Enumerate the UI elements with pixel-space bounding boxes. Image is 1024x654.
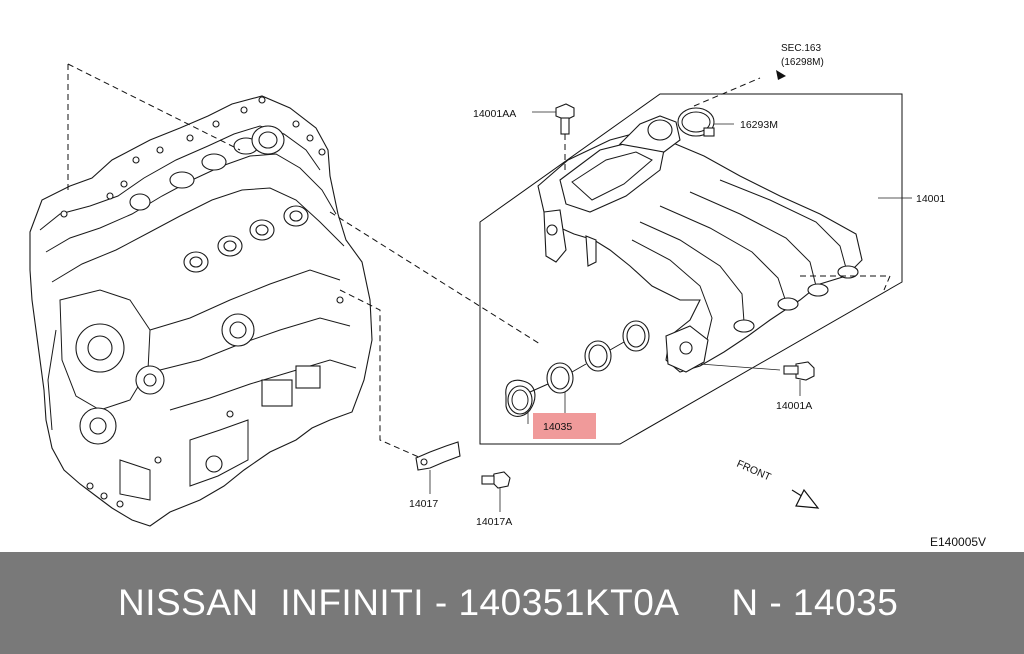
manifold-assembly-frame <box>479 93 912 445</box>
label-sec-163: SEC.163 <box>781 43 821 54</box>
bolt-14017A <box>481 471 511 512</box>
label-14001A: 14001A <box>776 400 812 412</box>
hose-clamp-16293M <box>677 107 734 137</box>
label-14001: 14001 <box>916 193 945 205</box>
bolt-14001A <box>783 361 815 396</box>
label-14017: 14017 <box>409 498 438 510</box>
part-14035-highlight <box>533 413 596 439</box>
intake-manifold-illustration <box>537 115 891 373</box>
sec-ref-arrow <box>776 70 786 80</box>
label-sec-163-ref: (16298M) <box>781 57 824 68</box>
exploded-view-drawing: SEC.163 (16298M) 14001AA 16293M 14001 14… <box>29 43 986 549</box>
gasket-14035 <box>505 320 650 424</box>
label-14001AA: 14001AA <box>473 108 516 120</box>
leader-lines <box>532 77 902 199</box>
parts-diagram: SEC.163 (16298M) 14001AA 16293M 14001 14… <box>29 43 987 549</box>
label-diagram-code: E140005V <box>930 535 986 549</box>
guide-lines <box>67 63 541 463</box>
label-front: FRONT <box>735 458 773 484</box>
engine-block-illustration <box>29 95 373 527</box>
part-number-text: NISSAN INFINITI - 140351KT0A N - 14035 <box>118 582 899 623</box>
front-arrow-icon <box>791 488 820 509</box>
label-14035: 14035 <box>543 421 572 433</box>
part-number-banner <box>0 552 1024 654</box>
bracket-14017 <box>415 441 461 494</box>
label-14017A: 14017A <box>476 516 512 528</box>
bolt-14001AA <box>555 103 575 172</box>
label-16293M: 16293M <box>740 119 778 131</box>
